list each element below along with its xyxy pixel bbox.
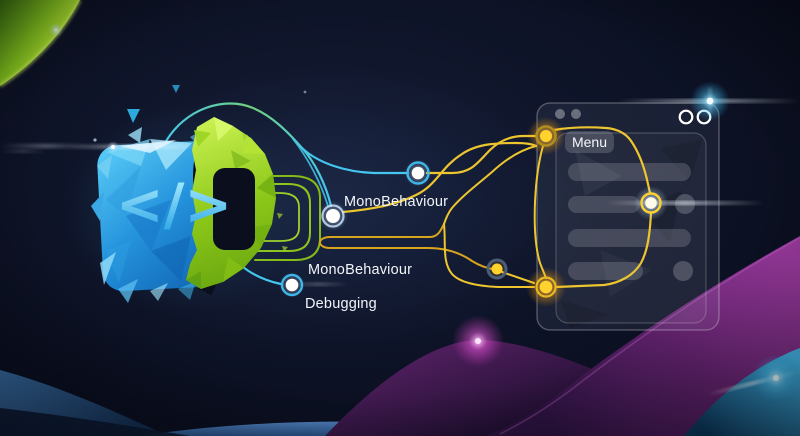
- vignette: [0, 0, 800, 436]
- scene-svg: </> Menu: [0, 0, 800, 436]
- illustration-canvas: </> Menu: [0, 0, 800, 436]
